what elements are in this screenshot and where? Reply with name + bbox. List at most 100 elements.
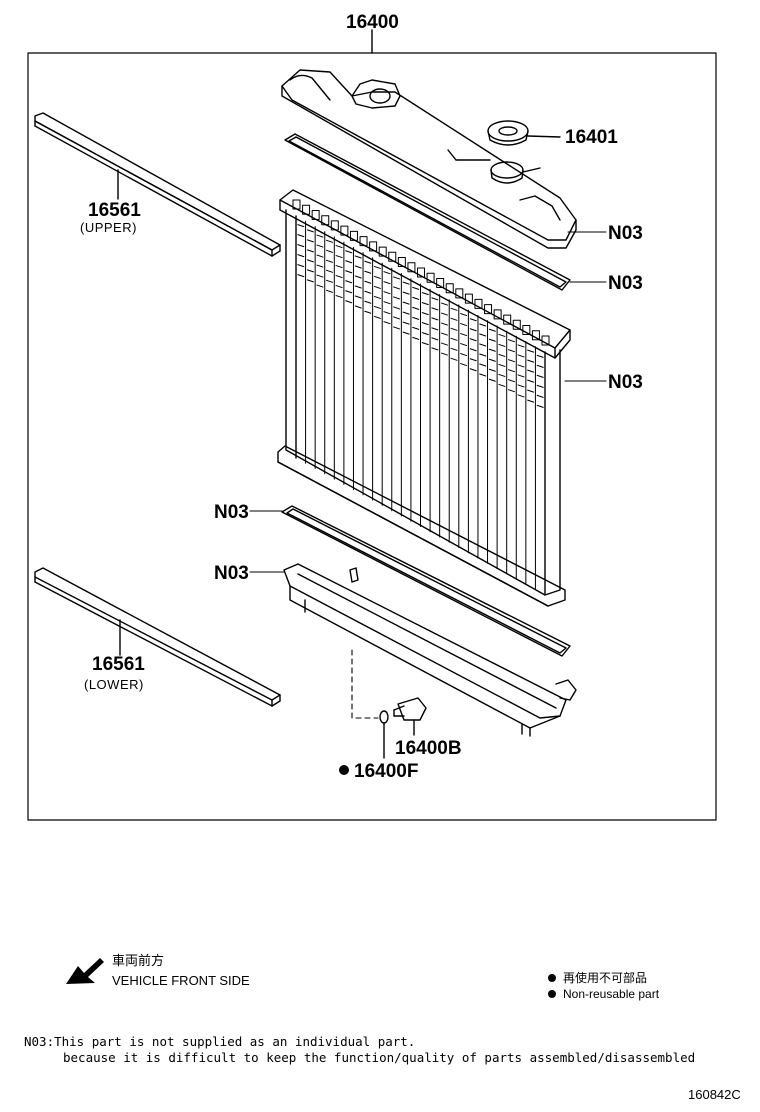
core-fin — [402, 311, 410, 315]
core-fin — [297, 244, 305, 248]
upper-seal-part — [34, 112, 281, 257]
core-fin — [498, 343, 506, 347]
core-fin — [469, 328, 477, 332]
drain-oring-callout: 16400F — [354, 761, 418, 782]
cap-callout: 16401 — [565, 127, 618, 148]
core-fin — [431, 347, 439, 351]
core-fin — [498, 333, 506, 337]
lower-tank-part — [283, 563, 577, 737]
note-line-1: N03:This part is not supplied as an indi… — [24, 1034, 415, 1049]
core-fin — [536, 374, 544, 378]
header-tab — [311, 209, 320, 220]
core-fin — [479, 373, 487, 377]
header-tab — [512, 319, 521, 330]
core-fin — [527, 379, 535, 383]
core-fin — [297, 234, 305, 238]
drain-oring-part — [379, 710, 389, 759]
core-fin — [402, 281, 410, 285]
core-fin — [507, 339, 515, 343]
core-fin — [479, 353, 487, 357]
header-tab — [417, 267, 425, 278]
radiator-cap-part — [487, 120, 561, 146]
core-fin — [402, 331, 410, 335]
upper-tank-part — [281, 69, 577, 249]
assembly-frame — [27, 52, 717, 821]
core-fin — [498, 383, 506, 387]
header-tab — [474, 298, 483, 309]
legend-bullet-en-icon — [548, 990, 556, 998]
core-fin — [450, 307, 458, 311]
core-fin — [306, 279, 314, 283]
nonreusable-label-english: Non-reusable part — [563, 987, 660, 1001]
core-fin — [469, 338, 477, 342]
core-fin — [297, 264, 305, 268]
core-fin — [412, 336, 420, 340]
core-fin — [440, 302, 448, 306]
core-fin — [393, 276, 401, 280]
header-tab — [292, 199, 301, 210]
core-fin — [421, 302, 429, 306]
nonreusable-label-japanese: 再使用不可部品 — [563, 970, 647, 985]
core-fin — [517, 344, 525, 348]
core-fin — [421, 322, 429, 326]
drain-cock-callout: 16400B — [395, 738, 462, 759]
core-fin — [316, 254, 324, 258]
core-fin — [450, 337, 458, 341]
upper-seal-position: (UPPER) — [80, 220, 137, 235]
core-fin — [517, 394, 525, 398]
core-fin — [345, 290, 353, 294]
header-tab — [531, 330, 540, 341]
core-fin — [412, 316, 420, 320]
core-fin — [364, 300, 372, 304]
header-tab — [455, 288, 464, 299]
core-fin — [479, 323, 487, 327]
core-fin — [316, 244, 324, 248]
core-fin — [527, 349, 535, 353]
header-tab — [388, 251, 397, 262]
core-fin — [412, 326, 420, 330]
n03-callout-core: N03 — [608, 372, 643, 393]
diagram-code: 160842C — [688, 1087, 741, 1102]
header-tab — [464, 293, 473, 304]
core-fin — [479, 343, 487, 347]
legend-bullet-jp-icon — [548, 974, 556, 982]
core-fin — [507, 379, 515, 383]
core-fin — [507, 349, 515, 353]
core-fin — [536, 364, 544, 368]
core-fin — [326, 279, 334, 283]
core-fin — [335, 295, 343, 299]
core-fin — [326, 259, 334, 263]
core-fin — [402, 301, 410, 305]
core-fin — [488, 338, 496, 342]
core-fin — [354, 255, 362, 259]
core-fin — [440, 322, 448, 326]
lower-seal-part — [34, 567, 281, 707]
vehicle-front-arrow-icon — [66, 958, 104, 984]
core-fin — [326, 239, 334, 243]
core-fin — [373, 275, 381, 279]
header-tab — [445, 283, 454, 294]
core-fin — [306, 269, 314, 273]
header-tab — [340, 225, 349, 236]
core-fin — [460, 313, 468, 317]
core-fin — [527, 359, 535, 363]
core-fin — [316, 284, 324, 288]
callout-leaders — [249, 231, 607, 573]
header-tab — [378, 246, 387, 257]
header-tab — [330, 220, 339, 231]
n03-callout-lower-tank: N03 — [214, 563, 249, 584]
core-fin — [440, 312, 448, 316]
core-fin — [431, 297, 439, 301]
core-fin — [393, 296, 401, 300]
core-fin — [335, 245, 343, 249]
core-fin — [297, 224, 305, 228]
core-fin — [326, 249, 334, 253]
core-fin — [393, 286, 401, 290]
core-fin — [297, 274, 305, 278]
core-fin — [488, 358, 496, 362]
core-fin — [364, 260, 372, 264]
core-fin — [421, 292, 429, 296]
core-fin — [383, 301, 391, 305]
core-fin — [364, 310, 372, 314]
